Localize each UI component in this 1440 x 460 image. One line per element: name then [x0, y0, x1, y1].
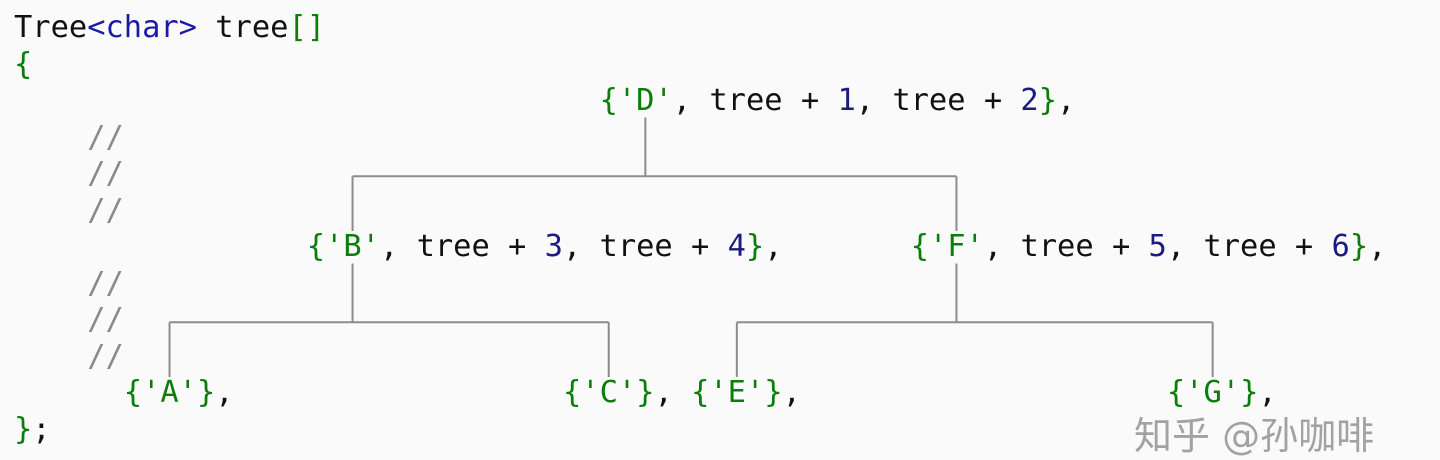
code-line: // [87, 302, 124, 338]
watermark: 知乎 @孙咖啡 [1134, 414, 1375, 458]
tree-node-A: {'A'}, [124, 375, 234, 411]
code-token: 1 [837, 83, 856, 118]
code-token: // [87, 192, 124, 228]
code-line: // [87, 156, 124, 192]
tree-node-F: {'F', tree + 5, tree + 6}, [911, 229, 1387, 265]
code-token: 6 [1331, 229, 1350, 264]
code-token: , [764, 229, 783, 264]
code-token: <char> [87, 10, 197, 45]
code-token: {'A'} [123, 375, 216, 410]
tree-node-D: {'D', tree + 1, tree + 2}, [600, 83, 1076, 119]
code-token: tree [196, 10, 289, 45]
code-token: , [654, 375, 673, 410]
code-token: // [87, 302, 124, 337]
code-token: {'G'} [1166, 375, 1259, 410]
code-token: 2 [1020, 83, 1039, 118]
code-token: } [1038, 83, 1058, 118]
code-block: Tree<char> tree[]{{'D', tree + 1, tree +… [14, 0, 1440, 460]
code-token: // [87, 338, 124, 374]
code-token: {'E'} [691, 375, 783, 410]
tree-node-B: {'B', tree + 3, tree + 4}, [307, 229, 783, 265]
code-line: // [87, 266, 124, 302]
code-token: , tree + [855, 83, 1021, 118]
code-token: ; [32, 411, 51, 447]
code-token: [] [288, 10, 326, 45]
code-token: Tree [14, 10, 88, 45]
tree-node-E: {'E'}, [691, 375, 801, 411]
code-token: , tree + [379, 229, 545, 264]
code-line: // [87, 193, 124, 229]
code-token: {'B' [306, 229, 380, 264]
code-token: {'F' [910, 229, 984, 264]
code-token: } [14, 411, 33, 447]
tree-node-G: {'G'}, [1167, 375, 1277, 411]
code-token: } [745, 229, 765, 264]
tree-node-C: {'C'}, [563, 375, 673, 411]
code-token: 4 [727, 229, 746, 264]
code-token: // [87, 265, 124, 301]
code-line: // [87, 339, 124, 375]
code-token: , [1057, 83, 1076, 118]
code-token: // [87, 156, 124, 191]
code-token: // [87, 119, 124, 155]
code-token: , [1368, 229, 1387, 264]
code-token: , tree + [1166, 229, 1332, 264]
code-token: , tree + [983, 229, 1149, 264]
code-token: {'C'} [563, 375, 655, 410]
code-line: Tree<char> tree[] [14, 10, 325, 46]
code-token: , tree + [672, 83, 838, 118]
code-line: // [87, 120, 124, 156]
code-token: , [782, 375, 801, 410]
code-token: , tree + [562, 229, 728, 264]
code-token: , [1258, 375, 1277, 410]
code-token: { [14, 46, 33, 82]
code-token: } [1349, 229, 1369, 264]
code-token: 3 [544, 229, 563, 264]
code-line: }; [14, 412, 51, 448]
code-line: { [14, 47, 32, 83]
code-token: , [215, 375, 234, 410]
code-token: 5 [1148, 229, 1167, 264]
code-token: {'D' [599, 83, 673, 118]
